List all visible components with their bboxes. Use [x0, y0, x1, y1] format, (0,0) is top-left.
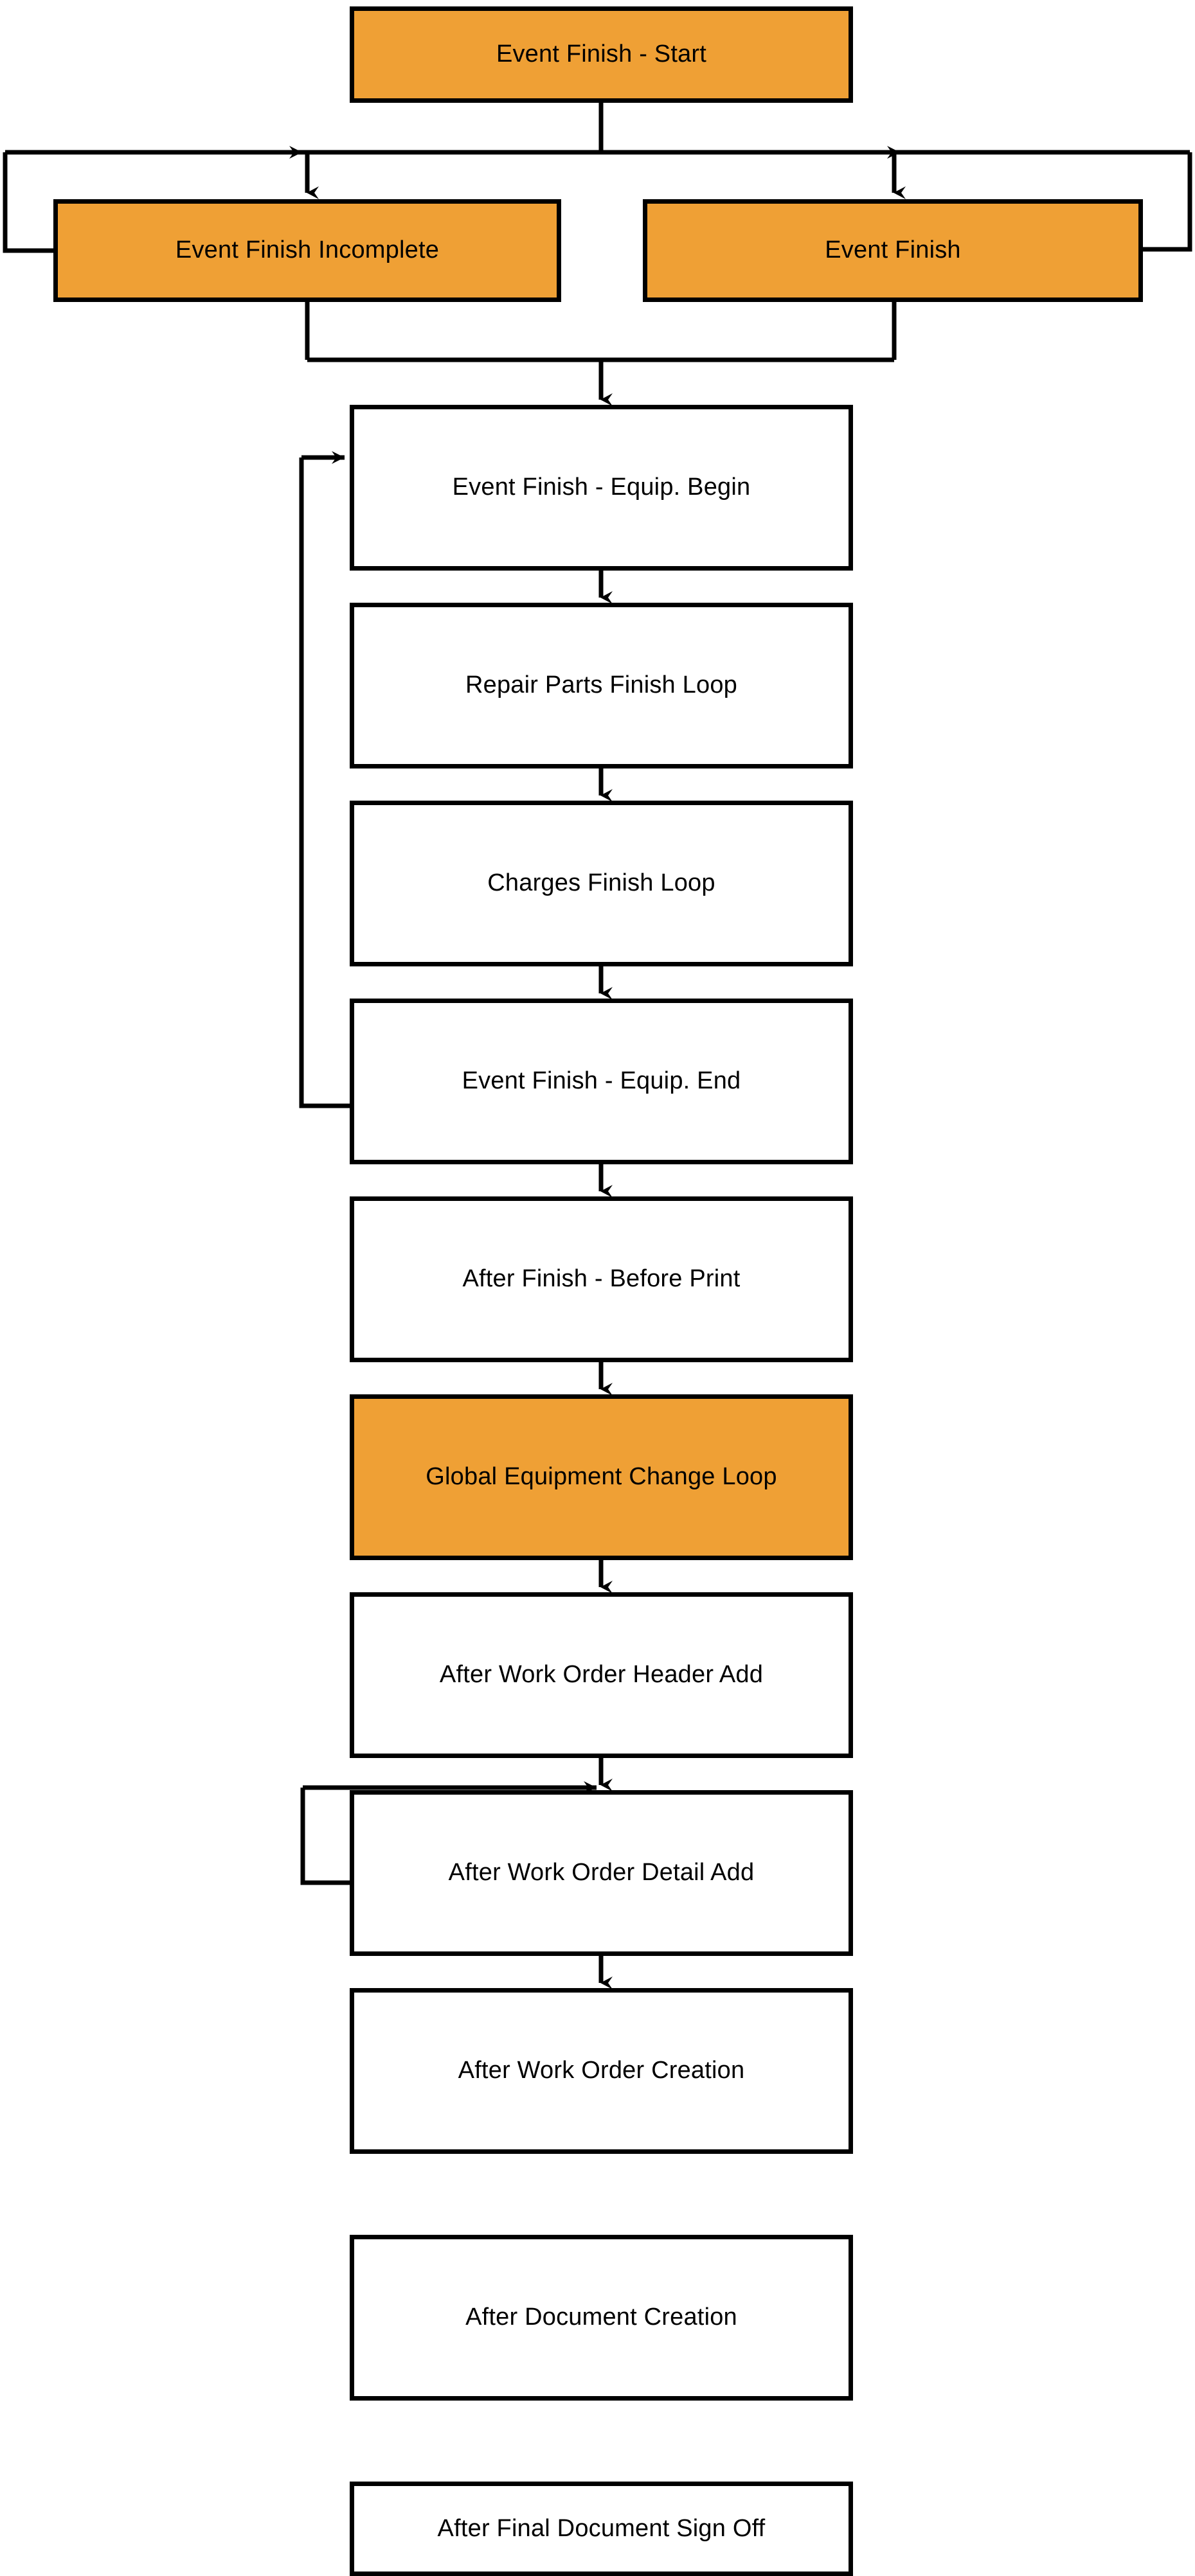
node-event-finish-incomplete[interactable]: Event Finish Incomplete	[53, 199, 561, 302]
node-after-work-order-creation[interactable]: After Work Order Creation	[350, 1988, 853, 2154]
node-event-finish[interactable]: Event Finish	[643, 199, 1143, 302]
node-label: Repair Parts Finish Loop	[465, 671, 737, 699]
node-label: Event Finish	[825, 236, 961, 264]
node-label: After Final Document Sign Off	[437, 2514, 766, 2542]
edge-finish-loopback	[1143, 152, 1192, 252]
edge-wo-detail-selfloop	[300, 1788, 350, 1885]
node-global-equipment-change-loop[interactable]: Global Equipment Change Loop	[350, 1394, 853, 1560]
node-label: Event Finish - Equip. End	[462, 1067, 741, 1095]
node-label: Event Finish - Equip. Begin	[452, 474, 751, 501]
node-after-finish-before-print[interactable]: After Finish - Before Print	[350, 1196, 853, 1362]
node-label: After Work Order Creation	[458, 2057, 745, 2084]
edge-incomplete-loopback	[3, 152, 53, 253]
node-after-work-order-detail-add[interactable]: After Work Order Detail Add	[350, 1790, 853, 1956]
node-after-final-document-sign-off[interactable]: After Final Document Sign Off	[350, 2482, 853, 2576]
edge-equip-end-loopback	[299, 457, 350, 1108]
connector-group	[3, 103, 1192, 1989]
node-event-finish-equip-begin[interactable]: Event Finish - Equip. Begin	[350, 405, 853, 571]
node-after-work-order-header-add[interactable]: After Work Order Header Add	[350, 1592, 853, 1758]
node-label: Event Finish Incomplete	[175, 236, 440, 264]
node-label: After Finish - Before Print	[462, 1265, 741, 1293]
node-label: After Work Order Detail Add	[448, 1859, 755, 1887]
node-label: Global Equipment Change Loop	[426, 1463, 777, 1491]
node-label: Charges Finish Loop	[487, 869, 715, 897]
node-after-document-creation[interactable]: After Document Creation	[350, 2235, 853, 2401]
node-event-finish-start[interactable]: Event Finish - Start	[350, 6, 853, 103]
node-event-finish-equip-end[interactable]: Event Finish - Equip. End	[350, 999, 853, 1164]
node-repair-parts-finish-loop[interactable]: Repair Parts Finish Loop	[350, 603, 853, 768]
node-label: Event Finish - Start	[496, 40, 707, 68]
node-label: After Document Creation	[465, 2304, 737, 2331]
node-charges-finish-loop[interactable]: Charges Finish Loop	[350, 801, 853, 966]
node-label: After Work Order Header Add	[439, 1661, 764, 1689]
